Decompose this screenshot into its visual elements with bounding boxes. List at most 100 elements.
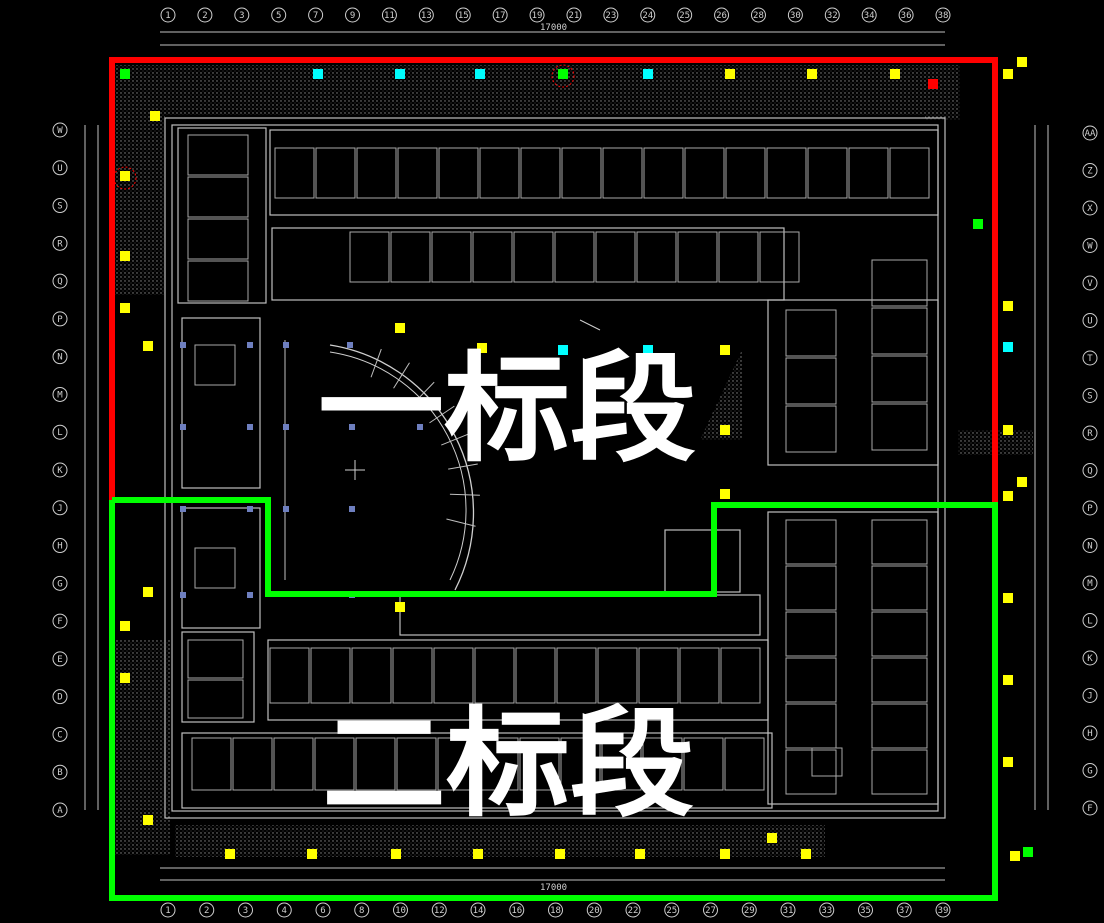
annotation-marker <box>395 323 405 333</box>
annotation-marker <box>643 69 653 79</box>
column <box>283 424 289 430</box>
axis-bubble: 18 <box>548 902 563 918</box>
annotation-marker <box>1003 301 1013 311</box>
room-cell <box>269 647 310 704</box>
axis-bubble-label: 24 <box>642 11 653 21</box>
room-cell <box>397 147 438 199</box>
room-cell <box>187 639 244 679</box>
room-cell <box>871 307 928 355</box>
annotation-marker <box>890 69 900 79</box>
annotation-marker <box>395 69 405 79</box>
axis-bubble-label: X <box>1087 204 1093 214</box>
room-cell <box>595 231 636 283</box>
room-cell <box>232 737 273 791</box>
axis-bubble: Q <box>1082 463 1098 478</box>
annotation-marker <box>475 69 485 79</box>
axis-bubble: L <box>1082 613 1098 628</box>
room-cell <box>871 703 928 749</box>
annotation-marker <box>120 673 130 683</box>
axis-bubble: 3 <box>238 902 253 918</box>
room-cell <box>871 355 928 403</box>
axis-bubble-label: 39 <box>938 906 949 916</box>
axis-bubble: 22 <box>625 902 641 918</box>
room-cell <box>556 647 597 704</box>
axis-bubble-label: 8 <box>359 906 364 916</box>
axis-bubble-label: 10 <box>395 906 406 916</box>
annotation-marker <box>1003 491 1013 501</box>
axis-bubble-label: C <box>57 730 62 740</box>
axis-bubble-label: 30 <box>790 11 801 21</box>
axis-bubble-label: 38 <box>938 11 949 21</box>
axis-bubble-label: 19 <box>532 11 543 21</box>
annotation-marker <box>725 69 735 79</box>
room-cell <box>191 737 232 791</box>
column <box>247 342 253 348</box>
axis-bubble-label: S <box>57 202 62 212</box>
axis-bubble-label: 27 <box>705 906 716 916</box>
annotation-marker <box>807 69 817 79</box>
room-cell <box>759 231 800 283</box>
axis-bubble: 37 <box>896 902 912 918</box>
room-cell <box>187 679 244 719</box>
axis-bubble: 21 <box>566 7 582 23</box>
room-cell <box>355 737 396 791</box>
room-cell <box>273 737 314 791</box>
axis-bubble: X <box>1082 200 1098 216</box>
axis-bubble-label: F <box>57 617 62 627</box>
room-cell <box>274 147 315 199</box>
axis-bubble-label: 13 <box>421 11 432 21</box>
room-cell <box>351 647 392 704</box>
room-cell <box>561 147 602 199</box>
axis-bubble: P <box>1082 500 1098 516</box>
axis-bubble: K <box>52 462 68 478</box>
room-cell <box>597 647 638 704</box>
room-cell <box>392 647 433 704</box>
room-cell <box>187 176 249 218</box>
room-cell <box>785 357 837 405</box>
stair-core <box>194 547 236 589</box>
axis-bubble: 11 <box>381 7 397 23</box>
annotation-marker <box>307 849 317 859</box>
room-cell <box>785 565 837 611</box>
room-cell <box>438 147 479 199</box>
room-cell <box>871 611 928 657</box>
dimension-lines <box>84 31 1049 881</box>
annotation-marker <box>150 111 160 121</box>
annotation-marker <box>395 602 405 612</box>
annotation-marker <box>555 849 565 859</box>
axis-bubble-label: J <box>1087 692 1092 702</box>
column <box>347 342 353 348</box>
axis-bubble-label: 14 <box>473 906 484 916</box>
axis-bubble: 26 <box>714 7 730 23</box>
axis-bubble: 5 <box>271 7 287 23</box>
radial-gridline <box>412 381 435 405</box>
stair-core <box>194 344 236 386</box>
column <box>247 592 253 598</box>
annotation-marker <box>720 345 730 355</box>
axis-bubble-label: 25 <box>666 906 677 916</box>
axis-bubble: 9 <box>345 7 361 23</box>
axis-bubble: 1 <box>160 902 176 918</box>
room-cell <box>314 737 355 791</box>
axis-bubble-label: L <box>1087 617 1092 627</box>
axis-bubble-label: N <box>1087 542 1092 552</box>
axis-bubble: P <box>52 311 68 327</box>
column <box>180 592 186 598</box>
axis-bubble: V <box>1082 275 1098 291</box>
axis-bubble-label: 28 <box>753 11 764 21</box>
axis-bubble: D <box>52 689 68 705</box>
annotation-marker <box>1017 57 1027 67</box>
axis-bubble: 28 <box>750 7 766 23</box>
annotation-marker <box>477 343 487 353</box>
building-walls <box>164 117 946 819</box>
zone-one-label: 一标段 <box>318 340 696 478</box>
axis-bubble: G <box>52 575 68 591</box>
annotation-marker <box>635 849 645 859</box>
axis-bubble: 38 <box>935 7 951 23</box>
annotation-marker <box>1023 847 1033 857</box>
dimension-bottom-total: 17000 <box>540 883 567 893</box>
annotation-marker <box>473 849 483 859</box>
room-cell <box>638 647 679 704</box>
axis-bubble: 39 <box>935 902 951 918</box>
